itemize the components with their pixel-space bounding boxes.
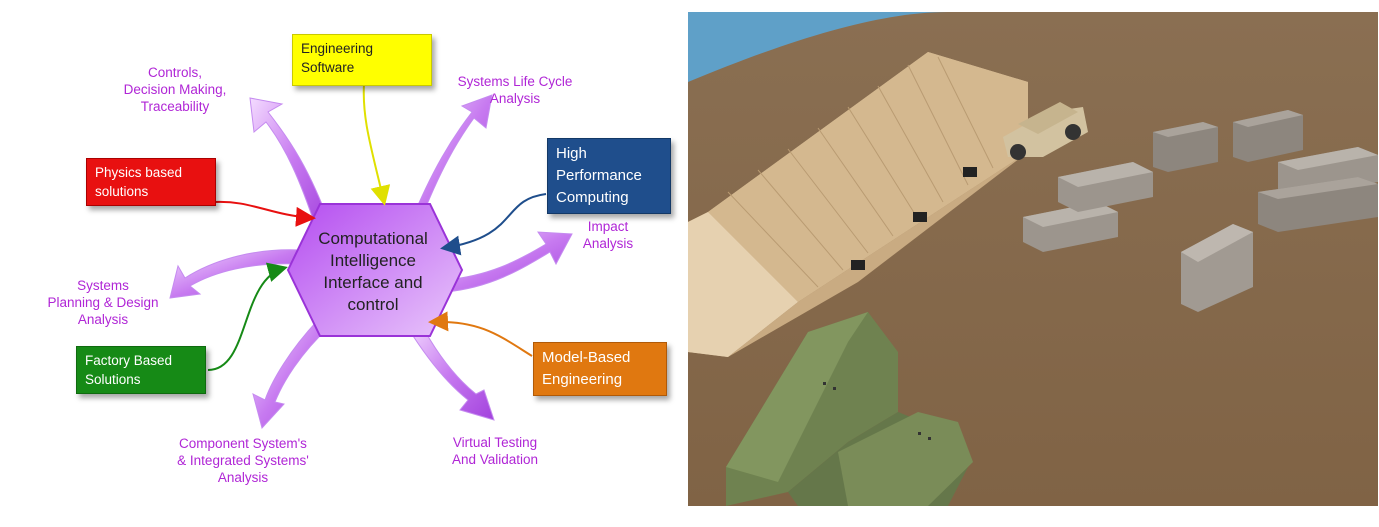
box-high-performance: High Performance Computing — [547, 138, 671, 214]
box-factory-based: Factory Based Solutions — [76, 346, 206, 394]
ci-concept-diagram: Computational Intelligence Interface and… — [0, 0, 680, 522]
box-model-based: Model-Based Engineering — [533, 342, 667, 396]
base-camp-render — [688, 12, 1378, 506]
arrow-to-planning — [169, 249, 301, 299]
render-graphics — [688, 12, 1378, 506]
diagram-graphics — [169, 83, 573, 430]
connector-engineering-software — [362, 83, 391, 206]
label-impact: Impact Analysis — [582, 219, 634, 251]
label-planning: Systems Planning & Design Analysis — [47, 278, 159, 327]
military-modules — [726, 312, 973, 506]
center-label: Computational Intelligence Interface and… — [318, 229, 428, 314]
box-physics-based: Physics based solutions — [86, 158, 216, 206]
box-engineering-software: Engineering Software — [292, 34, 432, 86]
label-virtual-testing: Virtual Testing And Validation — [451, 435, 539, 467]
connector-model-based — [428, 311, 533, 357]
output-arrows — [169, 94, 573, 430]
connector-physics-based — [213, 200, 316, 227]
containers — [1023, 110, 1378, 312]
tent-structure — [688, 52, 1028, 357]
arrow-to-life-cycle — [409, 94, 493, 225]
arrow-to-component — [252, 319, 331, 430]
arrow-to-impact — [444, 231, 573, 293]
label-controls: Controls, Decision Making, Traceability — [123, 65, 227, 114]
arrow-to-virtual-testing — [407, 321, 495, 421]
connector-factory-based — [207, 262, 288, 371]
arrow-to-controls — [249, 97, 331, 229]
label-life-cycle: Systems Life Cycle Analysis — [457, 74, 573, 106]
truck — [1003, 102, 1088, 160]
center-hexagon — [286, 203, 464, 337]
connector-high-performance — [440, 193, 547, 256]
label-component: Component System's & Integrated Systems'… — [177, 436, 309, 485]
